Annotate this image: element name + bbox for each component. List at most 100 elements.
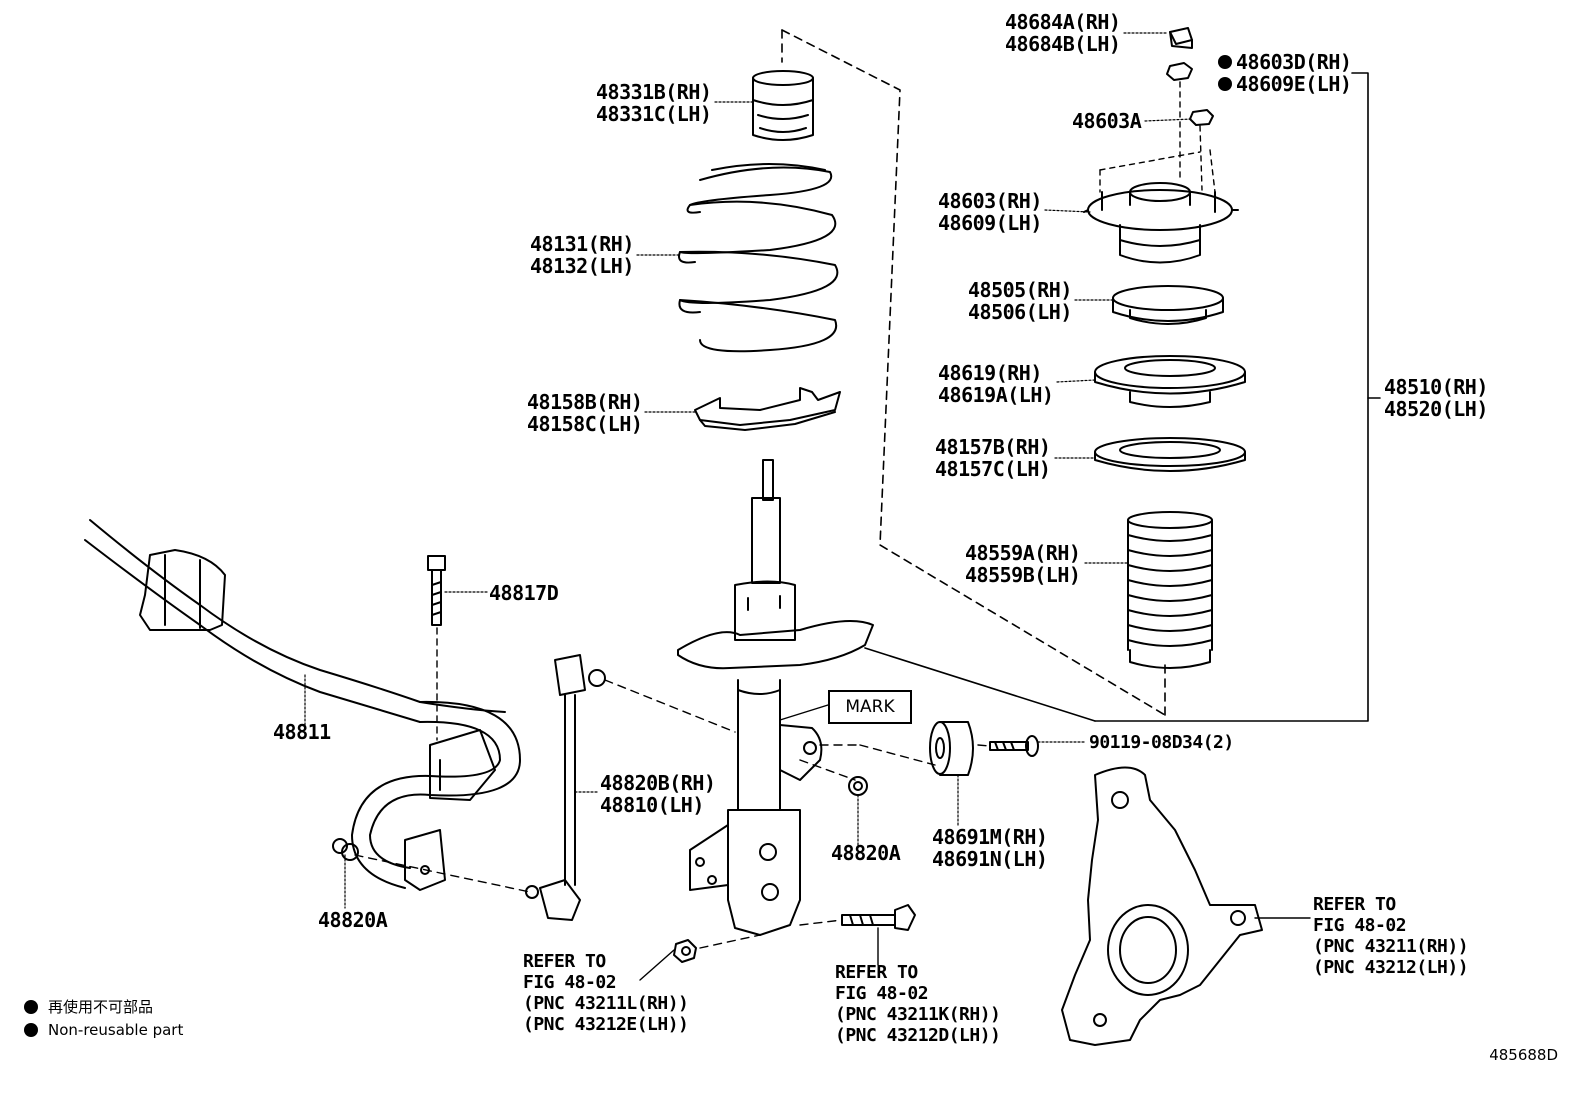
ref-line: (PNC 43212(LH)) [1313,957,1469,978]
label-48619: 48619(RH) 48619A(LH) [938,361,1054,407]
refer-to-block-b: REFER TO FIG 48-02 (PNC 43211K(RH)) (PNC… [835,962,1001,1046]
label-48157: 48157B(RH) 48157C(LH) [935,435,1051,481]
upper-insulator-48331 [752,70,814,141]
ref-line: (PNC 43211K(RH)) [835,1004,1001,1025]
legend-en-text: Non-reusable part [48,1021,184,1039]
ref-line: FIG 48-02 [523,972,617,993]
label-line: 48820A [831,841,901,865]
ref-line: (PNC 43212E(LH)) [523,1014,689,1035]
label-48510: 48510(RH) 48520(LH) [1384,376,1488,420]
label-line: 48157B(RH) [935,435,1051,459]
label-line: 48158C(LH) [527,412,643,436]
label-line: 48132(LH) [530,254,634,278]
ref-line: REFER TO [1313,894,1396,915]
label-line: 48505(RH) [968,278,1072,302]
nut-48820A-left [332,838,359,861]
label-text: 48603D(RH) [1236,50,1352,74]
label-48684: 48684A(RH) 48684B(LH) [1005,10,1121,56]
cap-nut-48684 [1169,27,1193,49]
label-48820B: 48820B(RH) 48810(LH) [600,771,716,817]
ref-line: (PNC 43212D(LH)) [835,1025,1001,1046]
label-48603: 48603(RH) 48609(LH) [938,190,1042,234]
label-48131: 48131(RH) 48132(LH) [530,233,634,277]
label-line: 48619A(LH) [938,383,1054,407]
ref-line: FIG 48-02 [835,983,929,1004]
mark-callout: MARK [828,690,912,724]
assembly-boundary-dashed [781,29,1166,716]
bump-stopper-48559 [1127,511,1213,669]
non-reusable-dot-icon [1218,55,1232,69]
assembly-bracket [864,72,1381,722]
ref-line: REFER TO [523,951,606,972]
non-reusable-dot-icon [1218,77,1232,91]
label-line: 48506(LH) [968,300,1072,324]
ref-line: (PNC 43211L(RH)) [523,993,689,1014]
label-line: 48157C(LH) [935,457,1051,481]
label-text: 48609E(LH) [1236,72,1352,96]
ref-line: REFER TO [835,962,918,983]
label-line: 48603(RH) [938,189,1042,213]
upper-mount-48603 [1083,182,1239,264]
non-reusable-dot-icon [24,1000,38,1014]
refer-to-block-c: REFER TO FIG 48-02 (PNC 43211(RH)) (PNC … [1313,894,1469,978]
non-reusable-dot-icon [24,1023,38,1037]
nut-lower-left [673,939,697,963]
nut-48820A-mid [848,776,868,796]
bolt-90119 [989,735,1039,757]
steering-knuckle [1061,766,1263,1046]
label-48811: 48811 [273,721,331,743]
label-48331: 48331B(RH) 48331C(LH) [596,80,712,126]
nut-48603A [1189,109,1214,126]
legend-en: Non-reusable part [24,1021,183,1039]
label-90119: 90119-08D34(2) [1089,732,1234,754]
label-line: 48510(RH) [1384,375,1488,399]
label-line: 48559A(RH) [965,541,1081,565]
bolt-48817D [427,555,446,626]
ref-line: (PNC 43211(RH)) [1313,936,1469,957]
label-line: 48158B(RH) [527,390,643,414]
label-line: 48609(LH) [938,211,1042,235]
label-line: 48691M(RH) [932,825,1048,849]
label-line: 48619(RH) [938,361,1042,385]
label-line: 48691N(LH) [932,847,1048,871]
label-48559: 48559A(RH) 48559B(LH) [965,541,1081,587]
label-48691: 48691M(RH) 48691N(LH) [932,825,1048,871]
figure-id: 485688D [1489,1046,1558,1064]
label-line: 48131(RH) [530,232,634,256]
ref-line: FIG 48-02 [1313,915,1407,936]
bearing-48619 [1094,355,1246,408]
label-48505: 48505(RH) 48506(LH) [968,279,1072,323]
label-line: 48520(LH) [1384,397,1488,421]
shock-absorber-strut [677,459,874,936]
stabilizer-link-48820B [525,654,606,921]
label-line: 48810(LH) [600,793,704,817]
label-line: 48817D [489,581,559,605]
label-line: 48820A [318,908,388,932]
refer-to-block-a: REFER TO FIG 48-02 (PNC 43211L(RH)) (PNC… [523,951,689,1035]
label-line: 90119-08D34(2) [1089,732,1234,753]
label-line: 48811 [273,720,331,744]
nut-48603D [1166,62,1193,81]
bushing-48691 [929,721,974,776]
label-48603D: 48603D(RH) 48609E(LH) [1218,50,1352,96]
label-line: 48684A(RH) [1005,10,1121,34]
label-line: 48331C(LH) [596,102,712,126]
label-line: 48331B(RH) [596,80,712,104]
label-line: 48609E(LH) [1218,72,1352,96]
stabilizer-bar-48811 [84,519,521,891]
coil-spring-48131 [678,163,839,353]
legend-jp-text: 再使用不可部品 [48,998,154,1016]
label-line: 48603D(RH) [1218,50,1352,74]
label-48158: 48158B(RH) 48158C(LH) [527,390,643,436]
label-line: 48559B(LH) [965,563,1081,587]
label-line: 48603A [1072,109,1142,133]
label-48820A-mid: 48820A [831,841,901,865]
insulator-48157 [1094,437,1246,472]
label-line: 48820B(RH) [600,771,716,795]
label-48820A-left: 48820A [318,908,388,932]
label-line: 48684B(LH) [1005,32,1121,56]
bolt-lower-right [841,904,916,931]
label-48603A: 48603A [1072,109,1142,133]
